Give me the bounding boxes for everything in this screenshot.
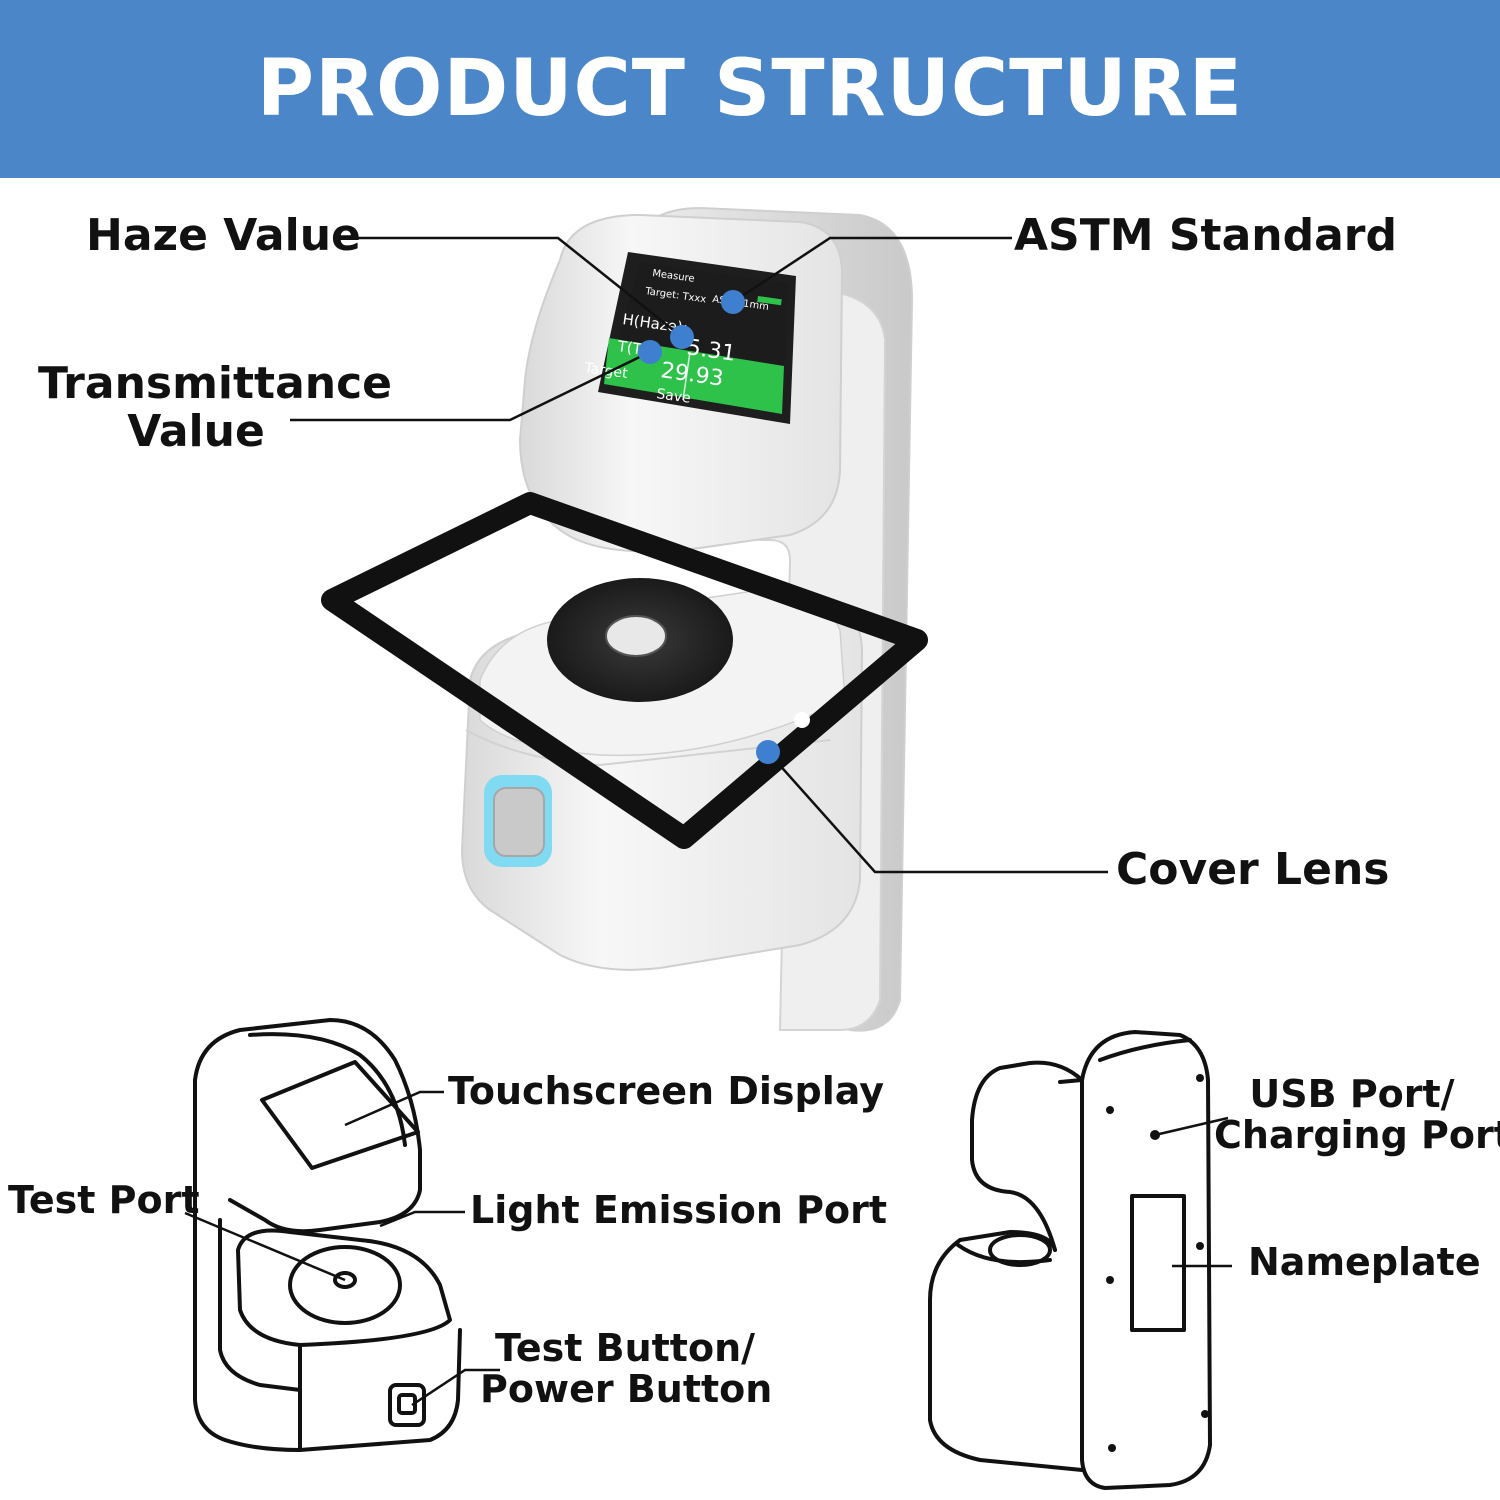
label-astm-standard: ASTM Standard bbox=[1014, 210, 1397, 261]
page-title: PRODUCT STRUCTURE bbox=[256, 44, 1244, 134]
label-usb-line1: USB Port/ bbox=[1249, 1072, 1455, 1116]
top-leader-lines bbox=[290, 236, 1108, 874]
cover-lens-marker bbox=[756, 740, 780, 764]
label-test-button-line1: Test Button/ bbox=[494, 1326, 756, 1370]
label-usb-line2: Charging Port bbox=[1214, 1113, 1500, 1158]
screen-target-button[interactable]: Target bbox=[582, 360, 629, 382]
test-port-outline bbox=[333, 1271, 357, 1289]
astm-marker bbox=[721, 290, 745, 314]
haze-marker bbox=[670, 325, 694, 349]
transmittance-marker bbox=[638, 340, 662, 364]
label-nameplate: Nameplate bbox=[1248, 1240, 1481, 1284]
back-screws bbox=[1106, 1074, 1209, 1452]
label-power-button-line2: Power Button bbox=[480, 1367, 773, 1412]
callout-markers bbox=[638, 290, 780, 764]
label-cover-lens: Cover Lens bbox=[1116, 844, 1390, 895]
back-line-drawing bbox=[928, 1030, 1212, 1490]
label-transmittance-line1: Transmittance bbox=[38, 358, 393, 409]
label-usb-charging-port: USB Port/ Charging Port bbox=[1214, 1072, 1500, 1158]
label-touchscreen-display: Touchscreen Display bbox=[448, 1069, 884, 1113]
bottom-left-leader-lines bbox=[184, 1090, 500, 1407]
front-line-drawing bbox=[193, 1018, 462, 1452]
label-light-emission-port: Light Emission Port bbox=[470, 1188, 887, 1232]
title-banner: PRODUCT STRUCTURE bbox=[0, 0, 1500, 178]
bottom-right-leader-lines bbox=[1154, 1116, 1232, 1268]
cover-lens bbox=[321, 492, 928, 849]
label-haze-value: Haze Value bbox=[86, 210, 361, 261]
screen-save-button[interactable]: Save bbox=[655, 386, 691, 407]
nameplate-outline bbox=[1130, 1194, 1186, 1332]
device-photo: Measure Target: Txxx ASTM 1mm H(Haze): 5… bbox=[321, 206, 928, 1032]
test-button-outline bbox=[388, 1383, 426, 1427]
label-transmittance-line2: Value bbox=[127, 405, 265, 457]
label-transmittance-value: Transmittance Value bbox=[38, 358, 393, 457]
label-test-power-button: Test Button/ Power Button bbox=[480, 1326, 773, 1412]
touchscreen-outline bbox=[260, 1060, 420, 1170]
label-test-port: Test Port bbox=[8, 1178, 200, 1222]
